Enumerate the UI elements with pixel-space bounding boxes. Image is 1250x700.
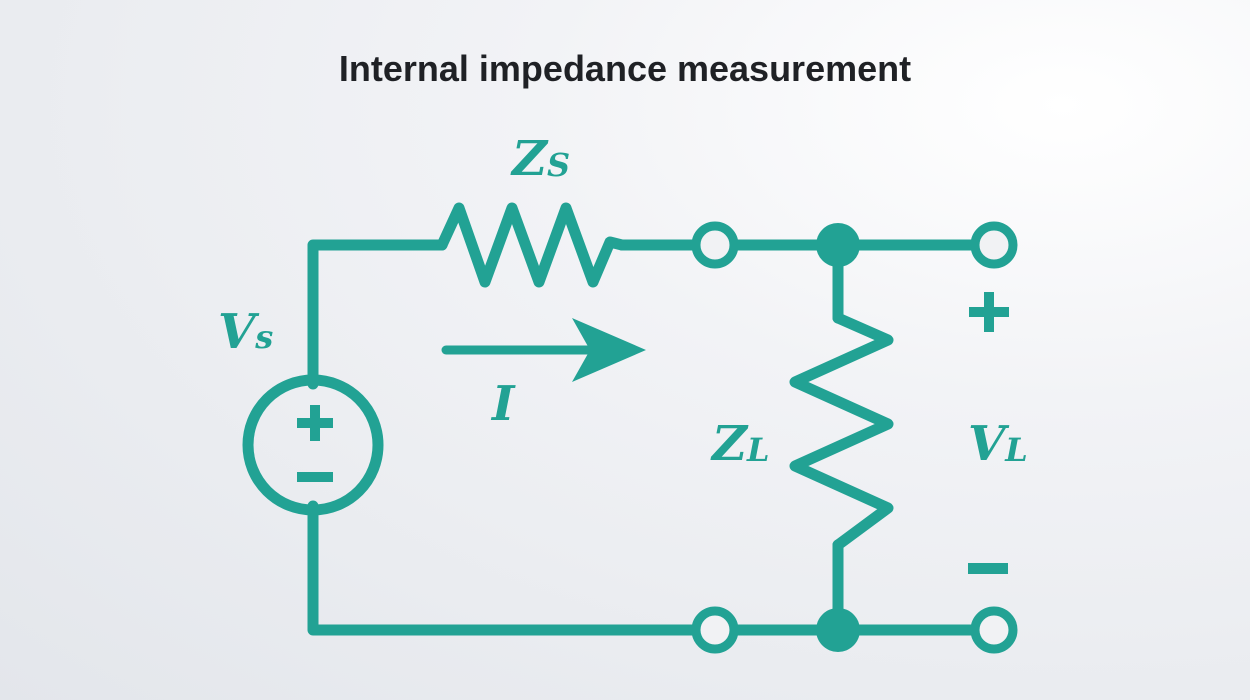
output-plus-vertical — [984, 292, 994, 332]
label-vl: VL — [968, 416, 1028, 472]
node-top — [816, 223, 860, 267]
label-vs: Vs — [218, 304, 273, 360]
terminal-top-right — [970, 221, 1018, 269]
label-zs: ZS — [510, 131, 570, 187]
label-zl: ZL — [710, 416, 770, 472]
source-minus-icon — [297, 472, 333, 482]
terminal-bottom-left — [691, 606, 739, 654]
wire-top-left — [307, 239, 448, 390]
output-minus-sign — [968, 563, 1008, 574]
current-arrow-head-icon — [572, 318, 646, 382]
load-resistor-zl — [789, 312, 894, 551]
page-title: Internal impedance measurement — [338, 48, 912, 89]
node-bottom — [816, 608, 860, 652]
wire-left-bottom — [307, 500, 699, 636]
voltage-source — [242, 374, 384, 516]
current-arrow — [441, 318, 646, 382]
terminal-bottom-right — [970, 606, 1018, 654]
source-plus-icon-vertical — [310, 405, 320, 441]
wires — [307, 239, 978, 636]
source-resistor-zs — [436, 202, 628, 288]
voltage-source-circle — [242, 374, 384, 516]
output-plus-sign — [969, 292, 1009, 332]
terminal-top-left — [691, 221, 739, 269]
label-current: I — [490, 376, 516, 432]
